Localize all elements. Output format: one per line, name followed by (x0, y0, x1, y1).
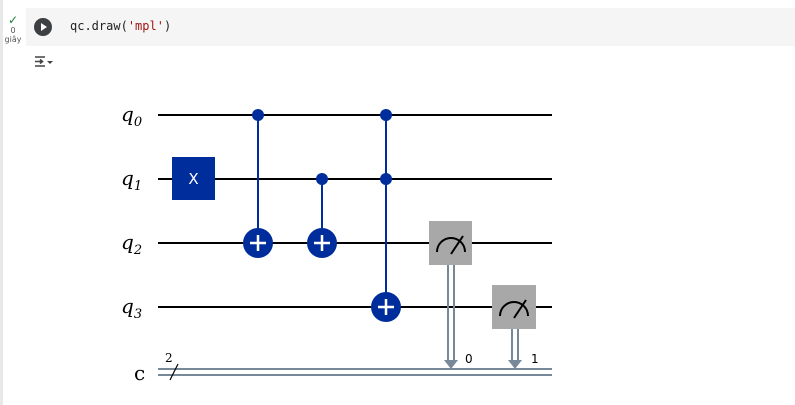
code-method: .draw( (84, 19, 128, 33)
control-dot (252, 109, 264, 121)
code-close-paren: ) (163, 19, 172, 33)
classical-bundle-slash (169, 363, 179, 381)
qubit-wires (158, 114, 552, 308)
x-gate: X (172, 157, 215, 200)
cell-gutter (0, 0, 3, 405)
measure-q3: 1 (492, 285, 539, 369)
qubit-label-2: q2 (121, 230, 142, 258)
x-gate-label: X (188, 170, 198, 188)
execution-time-unit: giây (4, 35, 22, 44)
classical-bundle-width: 2 (165, 351, 173, 365)
output-toggle-button[interactable] (32, 53, 56, 73)
measure-cbit-index-0: 0 (465, 352, 473, 366)
control-dot (380, 109, 392, 121)
qubit-labels: q0 q1 q2 q3 (121, 102, 142, 322)
run-cell-button[interactable] (34, 18, 52, 36)
classical-wire (158, 368, 552, 376)
qubit-label-3: q3 (121, 294, 142, 322)
classical-label: c (134, 361, 145, 385)
control-dot (316, 173, 328, 185)
meter-icon (499, 299, 529, 319)
qubit-label-1: q1 (121, 166, 142, 194)
check-icon: ✓ (7, 13, 19, 27)
code-object: qc (70, 19, 85, 33)
code-editor-line[interactable]: qc.draw('mpl') (70, 19, 171, 33)
measure-cbit-index-1: 1 (531, 352, 539, 366)
meter-icon (436, 235, 466, 255)
measure-q2: 0 (429, 221, 473, 369)
execution-status: ✓ 0 giây (4, 14, 22, 44)
execution-count: 0 (10, 26, 16, 35)
code-cell[interactable]: qc.draw('mpl') (26, 8, 795, 46)
cx-gate-q1-q2 (307, 173, 337, 258)
control-dot (380, 173, 392, 185)
output-collapse-icon (35, 56, 53, 67)
cx-gate-q0-q2 (243, 109, 273, 258)
qubit-label-0: q0 (121, 102, 142, 130)
ccx-gate-q0-q1-q3 (371, 109, 401, 322)
code-string-arg: 'mpl' (127, 19, 164, 33)
